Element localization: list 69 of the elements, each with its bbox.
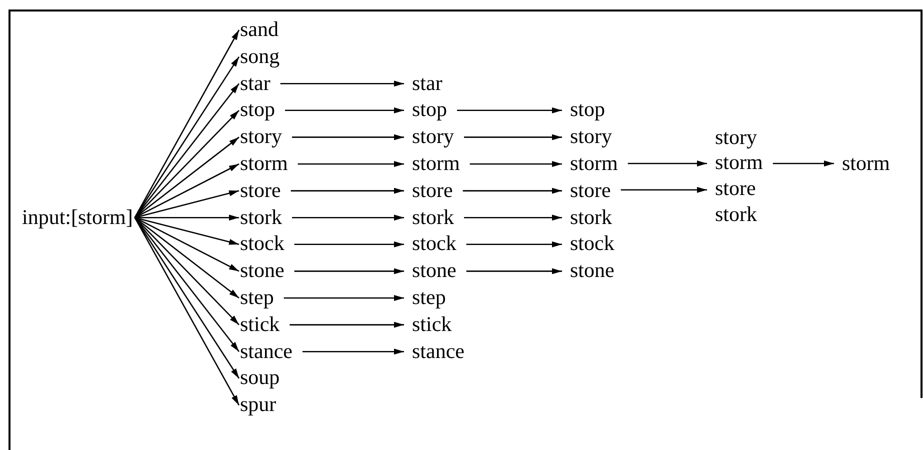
candidate-word: store (240, 178, 281, 201)
candidate-word: stock (412, 232, 456, 254)
arrow (134, 217, 240, 326)
arrow (292, 134, 404, 140)
candidate-word: storm (570, 152, 618, 174)
arrow (292, 214, 404, 221)
arrow (464, 134, 562, 140)
candidate-word: stance (412, 340, 464, 362)
arrow (290, 188, 404, 194)
arrow (134, 110, 240, 218)
candidate-word: song (240, 44, 280, 67)
candidate-word: star (240, 72, 270, 94)
candidate-word: sand (240, 18, 278, 40)
arrow (462, 188, 562, 194)
arrow (134, 216, 240, 246)
candidate-word: stop (240, 98, 276, 120)
arrow (290, 322, 404, 328)
candidate-word: storm (240, 152, 288, 174)
arrow (772, 160, 834, 166)
arrow (134, 217, 240, 352)
candidate-word: stop (412, 98, 448, 120)
candidate-word: spur (240, 393, 276, 416)
candidate-word: story (570, 125, 612, 148)
candidate-word: story (240, 125, 282, 148)
arrow (464, 214, 562, 221)
candidate-word: storm (412, 152, 460, 174)
candidate-word: stork (240, 206, 282, 228)
candidate-word: stone (412, 259, 456, 282)
arrow (294, 241, 404, 248)
candidate-word: stock (240, 232, 284, 254)
candidate-word: story (412, 125, 454, 148)
arrow (280, 80, 404, 87)
candidate-word: story (715, 126, 757, 148)
arrow (285, 107, 404, 114)
arrow (134, 217, 240, 272)
candidate-word: star (412, 72, 442, 94)
arrow (466, 241, 562, 248)
arrow (134, 83, 240, 218)
arrow (294, 268, 404, 274)
arrow (134, 190, 240, 218)
candidate-word: store (412, 178, 453, 201)
arrow (628, 160, 707, 166)
candidate-word: step (412, 286, 446, 308)
candidate-word: stick (240, 312, 280, 335)
candidate-word: stone (240, 259, 284, 282)
candidate-word: stock (570, 232, 614, 254)
candidate-word: step (240, 286, 274, 308)
arrow (134, 214, 239, 221)
candidate-word: storm (842, 152, 890, 174)
arrow (302, 348, 404, 355)
arrow (298, 161, 404, 167)
candidate-word: store (715, 177, 756, 199)
candidate-word: soup (240, 366, 280, 388)
candidate-word: stick (412, 312, 452, 335)
candidate-word: stork (412, 206, 454, 228)
arrow (620, 186, 707, 193)
arrow (457, 107, 562, 114)
arrow (284, 295, 404, 301)
candidate-word: stop (570, 98, 606, 120)
candidate-word: stork (715, 203, 757, 225)
candidate-word: storm (715, 151, 763, 173)
candidate-word: stance (240, 340, 292, 362)
arrow (470, 161, 562, 167)
candidate-word: stork (570, 206, 612, 228)
candidate-word: stone (570, 259, 614, 282)
input-word: input:[storm] (22, 206, 133, 228)
arrow (466, 268, 562, 274)
candidate-word: store (570, 178, 611, 201)
arrow (134, 163, 240, 218)
